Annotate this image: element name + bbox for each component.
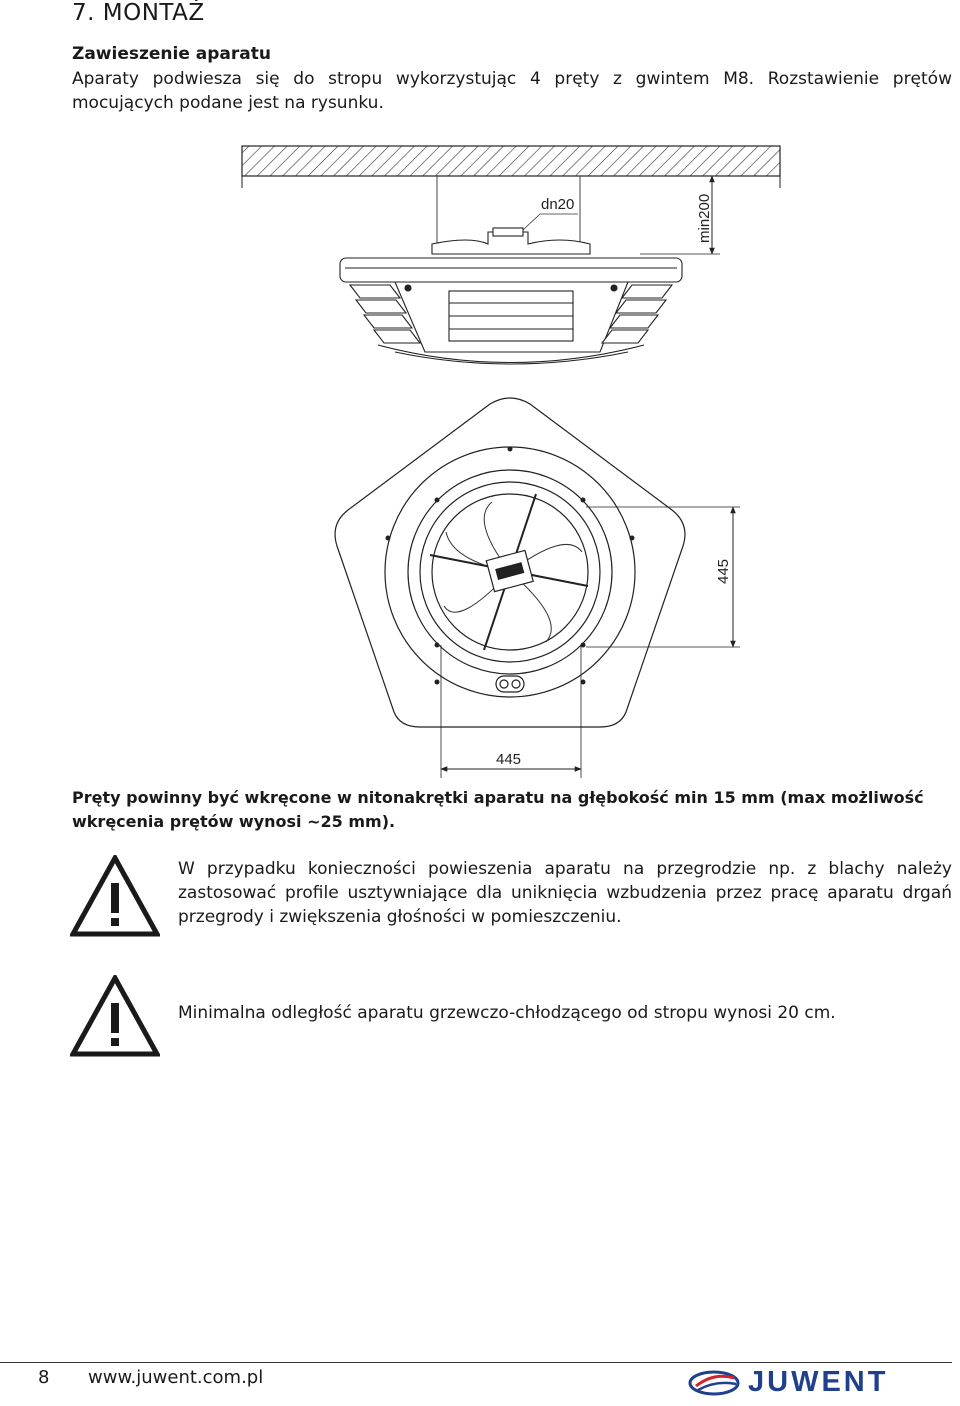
website-link[interactable]: www.juwent.com.pl (88, 1367, 264, 1388)
footer-rule (0, 1362, 952, 1363)
height-label: 445 (715, 559, 732, 584)
page-number: 8 (38, 1367, 50, 1388)
section-title: 7. MONTAŻ (72, 0, 205, 26)
height-dimension: 445 (586, 506, 740, 648)
rod-depth-note: Pręty powinny być wkręcone w nitonakrętk… (72, 788, 924, 831)
juwent-emblem-icon (688, 1370, 740, 1396)
brand-name: JUWENT (748, 1366, 889, 1398)
unit-top-view (334, 397, 686, 728)
width-label: 445 (496, 751, 521, 768)
intro-paragraph: Aparaty podwiesza się do stropu wykorzys… (72, 69, 952, 113)
warning-text-partition: W przypadku konieczności powieszenia apa… (178, 859, 952, 927)
min200-dimension: min200 (640, 175, 720, 255)
mounting-diagram: dn20 min200 (241, 145, 781, 778)
warning-triangle-icon (70, 975, 160, 1057)
subsection-heading: Zawieszenie aparatu (72, 44, 271, 64)
unit-side-view (339, 227, 683, 365)
min200-label: min200 (696, 194, 713, 243)
brand-logo: JUWENT (688, 1366, 885, 1402)
warning-text-distance: Minimalna odległość aparatu grzewczo-chł… (178, 1003, 836, 1023)
width-dimension: 445 (440, 645, 582, 778)
threaded-rods (436, 176, 581, 254)
ceiling (241, 145, 781, 188)
warning-triangle-icon (70, 855, 160, 937)
dn20-label: dn20 (541, 196, 574, 213)
